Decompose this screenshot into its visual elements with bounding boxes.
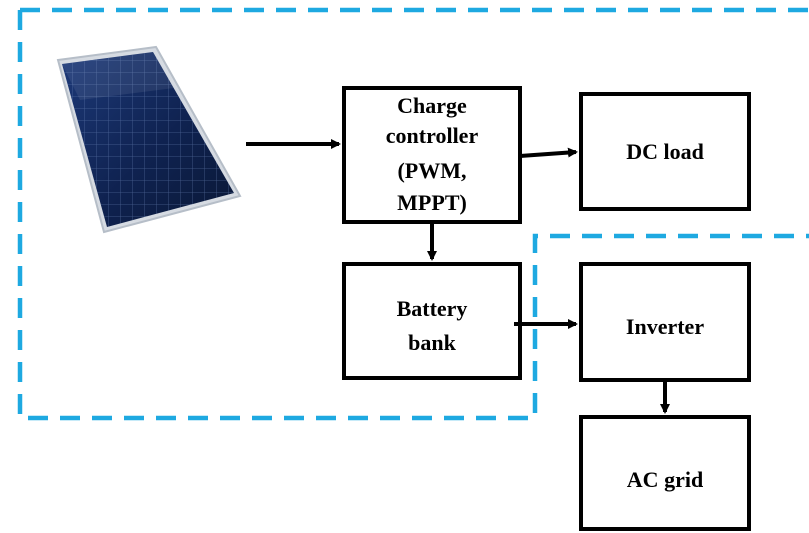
dc-load-label: DC load xyxy=(626,139,704,164)
ac-grid-box xyxy=(579,415,751,531)
battery-bank-line-2: bank xyxy=(408,330,456,355)
battery-bank-box xyxy=(342,262,522,380)
charge-controller-line-2: controller xyxy=(386,123,479,148)
charge-controller-label: Charge controller (PWM, MPPT) xyxy=(386,93,479,215)
ac-grid-label: AC grid xyxy=(627,467,703,492)
battery-bank-label: Battery bank xyxy=(397,296,468,355)
solar-panel-icon xyxy=(56,45,242,234)
dashed-frame-dc-system xyxy=(17,7,809,421)
battery-bank-line-1: Battery xyxy=(397,296,468,321)
charge-controller-line-3: (PWM, xyxy=(397,158,466,183)
charge-controller-line-4: MPPT) xyxy=(397,190,467,215)
arrow-controller-to-dc-load xyxy=(519,147,578,158)
inverter-box xyxy=(579,262,751,382)
dc-load-box xyxy=(579,92,751,211)
charge-controller-line-1: Charge xyxy=(397,93,467,118)
inverter-label: Inverter xyxy=(626,314,704,339)
